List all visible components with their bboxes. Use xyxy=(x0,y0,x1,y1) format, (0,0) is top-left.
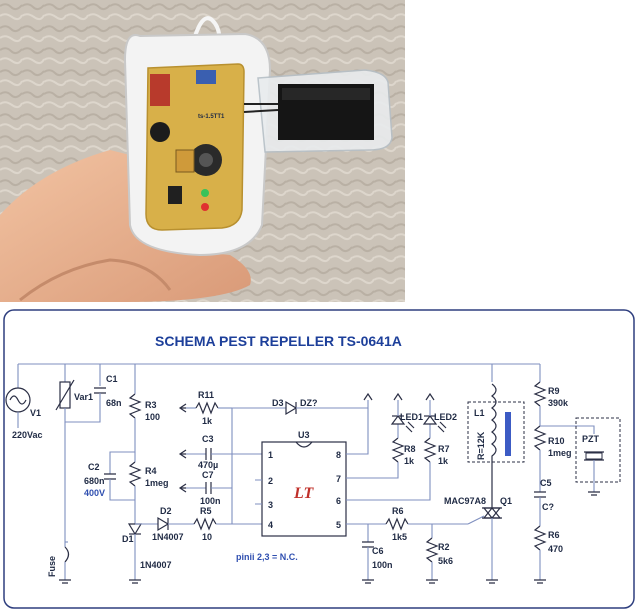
c5-value: C? xyxy=(542,502,554,512)
r4-resistor xyxy=(128,461,142,487)
r10-resistor xyxy=(533,425,547,451)
r3-resistor xyxy=(128,393,142,419)
r6b-label: R6 xyxy=(548,530,560,540)
schematic-title: SCHEMA PEST REPELLER TS-0641A xyxy=(155,333,402,349)
led1-symbol xyxy=(390,415,406,425)
d1-value: 1N4007 xyxy=(140,560,172,570)
r9-resistor xyxy=(533,381,547,407)
u3-label: U3 xyxy=(298,430,310,440)
r2-label: R2 xyxy=(438,542,450,552)
c7-label: C7 xyxy=(202,470,214,480)
r7-value: 1k xyxy=(438,456,449,466)
r6-1k5-resistor xyxy=(385,517,409,531)
led-red xyxy=(201,203,209,211)
v1-value: 220Vac xyxy=(12,430,43,440)
d3-label: D3 xyxy=(272,398,284,408)
r3-label: R3 xyxy=(145,400,157,410)
ic-logo: LT xyxy=(293,485,314,502)
d2-value: 1N4007 xyxy=(152,532,184,542)
d2-diode xyxy=(157,516,170,532)
pins-note: pinii 2,3 = N.C. xyxy=(236,552,298,562)
fuse-label: Fuse xyxy=(47,556,57,577)
pin-6: 6 xyxy=(336,496,341,506)
r5-resistor xyxy=(193,517,217,531)
pzt-box xyxy=(575,417,621,483)
electrolytic-capacitor xyxy=(150,122,170,142)
mac-label: MAC97A8 xyxy=(444,496,486,506)
d2-label: D2 xyxy=(160,506,172,516)
c7-value: 100n xyxy=(200,496,221,506)
r5-label: R5 xyxy=(200,506,212,516)
r11-label: R11 xyxy=(198,390,214,400)
r2-value: 5k6 xyxy=(438,556,453,566)
r4-value: 1meg xyxy=(145,478,169,488)
r8-value: 1k xyxy=(404,456,415,466)
schematic-diagram: SCHEMA PEST REPELLER TS-0641A V1 220Vac … xyxy=(3,309,635,609)
c6-value: 100n xyxy=(372,560,393,570)
l1-value: R=12K xyxy=(476,431,486,460)
pin-1: 1 xyxy=(268,450,273,460)
r8-resistor xyxy=(391,437,405,463)
r6-value: 1k5 xyxy=(392,532,407,542)
r7-resistor xyxy=(423,437,437,463)
u3-ic xyxy=(261,441,347,537)
v1-label: V1 xyxy=(30,408,41,418)
c3-value: 470µ xyxy=(198,460,218,470)
pcb-text: ts-1.5TT1 xyxy=(198,114,225,120)
pin-8: 8 xyxy=(336,450,341,460)
led2-symbol xyxy=(422,415,438,425)
capacitor-blue xyxy=(196,70,216,84)
r11-value: 1k xyxy=(202,416,213,426)
r11-resistor xyxy=(195,401,219,415)
pin-4: 4 xyxy=(268,520,273,530)
c2-value: 680n xyxy=(84,476,105,486)
q1-label: Q1 xyxy=(500,496,512,506)
r2-resistor xyxy=(425,537,439,563)
r7-label: R7 xyxy=(438,444,450,454)
pin-5: 5 xyxy=(336,520,341,530)
transformer xyxy=(175,149,195,173)
var1-label: Var1 xyxy=(74,392,93,402)
c1-value: 68n xyxy=(106,398,122,408)
led2-label: LED2 xyxy=(434,412,457,422)
c1-label: C1 xyxy=(106,374,118,384)
l1-label: L1 xyxy=(474,408,485,418)
ic-chip xyxy=(168,186,182,204)
r9-label: R9 xyxy=(548,386,560,396)
c2-label: C2 xyxy=(88,462,100,472)
r6b-value: 470 xyxy=(548,544,563,554)
pin-2: 2 xyxy=(268,476,273,486)
d3-diode xyxy=(285,400,298,416)
pin-3: 3 xyxy=(268,500,273,510)
hand xyxy=(0,150,251,302)
dz-label: DZ? xyxy=(300,398,318,408)
c6-label: C6 xyxy=(372,546,384,556)
r5-value: 10 xyxy=(202,532,212,542)
d1-label: D1 xyxy=(122,534,134,544)
pin-7: 7 xyxy=(336,474,341,484)
r3-value: 100 xyxy=(145,412,160,422)
c2-voltage: 400V xyxy=(84,488,105,498)
r6-470-resistor xyxy=(533,525,547,551)
r6-label: R6 xyxy=(392,506,404,516)
l1-inductor xyxy=(491,383,497,508)
r10-value: 1meg xyxy=(548,448,572,458)
fuse-symbol xyxy=(64,546,70,563)
device-photo: ts-1.5TT1 xyxy=(0,0,640,302)
capacitor-red xyxy=(150,74,170,106)
r9-value: 390k xyxy=(548,398,569,408)
led-green xyxy=(201,189,209,197)
pzt-label: PZT xyxy=(582,434,600,444)
c5-label: C5 xyxy=(540,478,552,488)
r4-label: R4 xyxy=(145,466,157,476)
r8-label: R8 xyxy=(404,444,416,454)
c3-label: C3 xyxy=(202,434,214,444)
r10-label: R10 xyxy=(548,436,565,446)
led1-label: LED1 xyxy=(400,412,423,422)
